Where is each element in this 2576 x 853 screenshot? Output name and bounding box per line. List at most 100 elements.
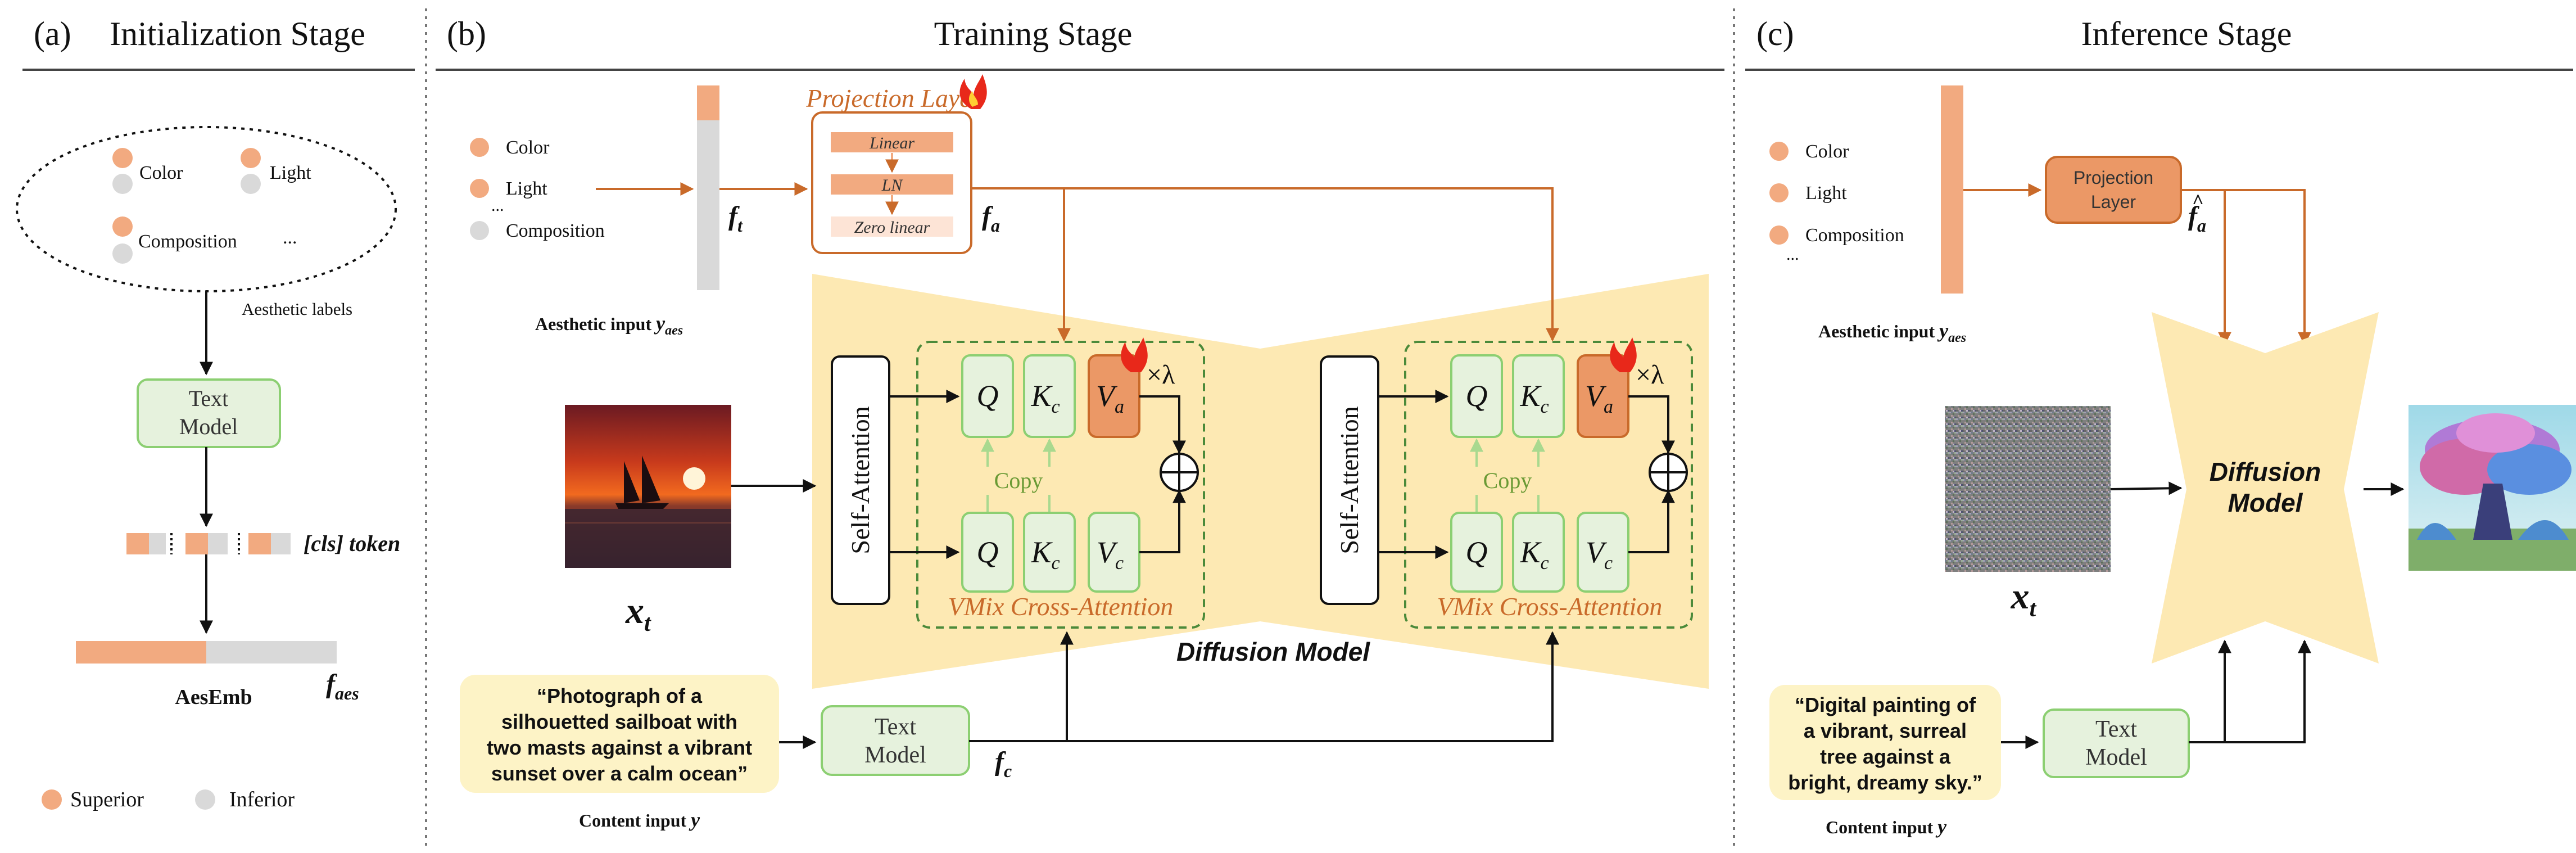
k-label-right-bottom: Kc — [1519, 535, 1549, 574]
text-model-a-line2: Model — [179, 414, 238, 439]
aesthetic-labels-ellipse — [16, 126, 397, 292]
copy-label-right: Copy — [1483, 468, 1532, 493]
token-seg-3 — [185, 533, 208, 554]
sunset-sailboat-image — [565, 405, 731, 568]
panel-c: (c) Inference Stage Color Light Composit… — [1745, 15, 2576, 838]
text-model-c-line1: Text — [2095, 716, 2137, 742]
vc-to-plus-left — [1139, 489, 1186, 553]
k-box-left-top — [1023, 354, 1076, 438]
b-label-ellipsis: ... — [491, 196, 504, 215]
label-color: Color — [139, 163, 183, 183]
cls-token-label: [cls] token — [304, 531, 400, 556]
prompt-b-line4: sunset over a calm ocean” — [491, 762, 748, 785]
aesemb-bar-superior — [76, 641, 206, 664]
token-seg-6 — [271, 533, 291, 554]
panel-a-tag: (a) — [34, 15, 71, 52]
vmix-box-right — [1404, 341, 1693, 629]
ft-bar-bottom — [697, 120, 719, 290]
ft-bar-top — [697, 85, 719, 120]
legend-inferior-dot — [195, 789, 215, 810]
proj-ln-label: LN — [881, 176, 904, 195]
times-lambda-left: ×λ — [1147, 360, 1175, 390]
b-label-light: Light — [506, 178, 547, 199]
label-dot-composition-top — [112, 216, 133, 237]
k-label-right-top: Kc — [1519, 379, 1549, 417]
legend-superior-label: Superior — [70, 788, 144, 811]
self-attention-label-right: Self-Attention — [1335, 406, 1364, 554]
label-dot-color-top — [112, 148, 133, 168]
aesthetic-labels-caption: Aesthetic labels — [242, 299, 352, 319]
fa-hat-mark: ^ — [2192, 190, 2204, 213]
va-label-left: Va — [1096, 379, 1124, 417]
content-input-caption-b: Content input y — [579, 809, 700, 831]
prompt-b-line1: “Photograph of a — [537, 684, 703, 707]
projection-layer-box-c — [2045, 156, 2182, 224]
prompt-box-c — [1769, 685, 2001, 800]
va-to-plus-left — [1139, 395, 1186, 454]
va-to-plus-right — [1628, 395, 1675, 454]
q-box-right-bottom — [1450, 512, 1503, 593]
diffusion-model-label-b: Diffusion Model — [1176, 637, 1370, 666]
text-model-box-a — [137, 378, 281, 448]
q-box-left-top — [961, 354, 1014, 438]
proj-linear — [831, 132, 953, 152]
vc-to-plus-right — [1628, 489, 1675, 553]
prompt-b-line3: two masts against a vibrant — [487, 736, 752, 759]
b-label-composition: Composition — [506, 220, 605, 241]
legend-superior-dot — [42, 789, 62, 810]
diffusion-model-c-line2: Model — [2228, 488, 2303, 517]
legend-inferior-label: Inferior — [229, 788, 295, 811]
label-dot-light-top — [241, 148, 261, 168]
q-box-right-top — [1450, 354, 1503, 438]
fire-icon — [959, 74, 987, 109]
self-attention-box-right — [1320, 355, 1379, 605]
fa-label: fa — [982, 201, 1000, 236]
noise-image — [1945, 406, 2111, 572]
surreal-tree-image — [2409, 405, 2576, 571]
prompt-c-line2: a vibrant, surreal — [1804, 719, 1967, 742]
text-model-b-line1: Text — [875, 714, 916, 740]
b-label-dot-color — [470, 138, 489, 157]
k-box-left-bottom — [1023, 512, 1076, 593]
c-label-light: Light — [1805, 183, 1847, 204]
projection-c-line2: Layer — [2091, 192, 2136, 212]
q-box-left-bottom — [961, 512, 1014, 593]
text-model-c-to-diffusion-right — [2225, 639, 2311, 743]
c-label-composition: Composition — [1805, 225, 1904, 246]
aesemb-label: AesEmb — [175, 685, 252, 709]
panel-c-tag: (c) — [1756, 15, 1794, 52]
k-label-left-top: Kc — [1030, 379, 1060, 417]
q-label-right-bottom: Q — [1466, 535, 1488, 569]
vc-label-left: Vc — [1097, 535, 1124, 574]
vmix-box-left — [916, 341, 1205, 629]
token-seg-5 — [248, 533, 271, 554]
va-label-right: Va — [1585, 379, 1613, 417]
b-aesthetic-input-caption: Aesthetic input yaes — [535, 312, 683, 338]
proj-zero-linear — [831, 216, 953, 237]
projection-c-line1: Projection — [2074, 168, 2153, 188]
panel-b-title: Training Stage — [934, 15, 1133, 52]
label-dot-light-bottom — [241, 174, 261, 194]
prompt-b-line2: silhouetted sailboat with — [501, 710, 737, 733]
text-model-c-line2: Model — [2085, 744, 2147, 770]
q-label-left-bottom: Q — [977, 535, 999, 569]
fire-icon-va-left — [1121, 337, 1148, 372]
prompt-c-line4: bright, dreamy sky.” — [1788, 771, 1982, 794]
k-box-right-bottom — [1512, 512, 1565, 593]
label-dot-color-bottom — [112, 174, 133, 194]
panel-b-tag: (b) — [447, 15, 486, 52]
fire-icon-inner — [969, 91, 978, 107]
proj-linear-label: Linear — [869, 134, 914, 152]
panel-c-title: Inference Stage — [2081, 15, 2292, 52]
prompt-c-line3: tree against a — [1820, 745, 1951, 768]
arrow-noise-to-diffusion — [2110, 481, 2183, 495]
text-model-a-line1: Text — [189, 386, 229, 411]
label-composition: Composition — [138, 231, 237, 252]
diffusion-model-shape-c — [2152, 312, 2379, 664]
q-label-left-top: Q — [977, 379, 999, 413]
b-label-dot-composition — [470, 221, 489, 240]
fa-hat-label: fa — [2188, 201, 2206, 236]
text-model-b-line2: Model — [864, 742, 926, 768]
q-label-right-top: Q — [1466, 379, 1488, 413]
